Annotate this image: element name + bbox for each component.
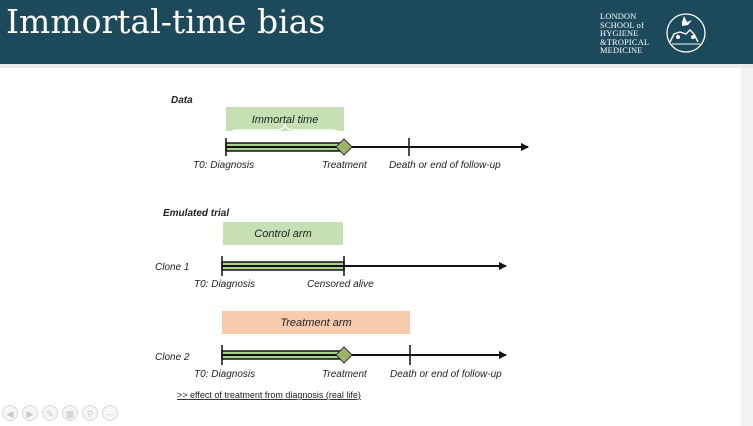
control-arm-box: [223, 222, 343, 245]
clone1-label: Clone 1: [155, 262, 189, 273]
gallery-icon[interactable]: ▦: [62, 405, 78, 421]
control-arm-label: Control arm: [254, 228, 311, 240]
clone2-t0-label: T0: Diagnosis: [194, 369, 255, 380]
logo-line: MEDICINE: [600, 46, 643, 56]
data-heading: Data: [171, 95, 193, 106]
emulated-trial-heading: Emulated trial: [163, 208, 229, 219]
data-end-label: Death or end of follow-up: [389, 160, 501, 171]
data-treatment-label: Treatment: [322, 160, 368, 171]
logo-line: SCHOOL of: [600, 20, 645, 30]
censored-alive-label: Censored alive: [307, 279, 374, 290]
more-icon[interactable]: ⋯: [102, 405, 118, 421]
zoom-icon[interactable]: ⚲: [82, 405, 98, 421]
data-t0-label: T0: Diagnosis: [193, 160, 254, 171]
slideshow-controls: ◀ ▶ ✎ ▦ ⚲ ⋯: [2, 405, 118, 423]
slide-title: Immortal-time bias: [6, 2, 326, 41]
logo-line: &TROPICAL: [600, 37, 650, 47]
logo-line: LONDON: [600, 12, 637, 21]
data-treatment-diamond-icon: [335, 138, 353, 156]
next-slide-icon[interactable]: ▶: [22, 405, 38, 421]
treatment-arm-label: Treatment arm: [280, 317, 351, 329]
slide-header: Immortal-time bias LONDON SCHOOL of HYGI…: [0, 0, 753, 64]
clone2-end-label: Death or end of follow-up: [390, 369, 502, 380]
prev-slide-icon[interactable]: ◀: [2, 405, 18, 421]
treatment-arm-box: [222, 311, 410, 334]
clone2-label: Clone 2: [155, 352, 190, 363]
clone2-treatment-label: Treatment: [322, 369, 368, 380]
pen-icon[interactable]: ✎: [42, 405, 58, 421]
clone2-treatment-diamond-icon: [335, 346, 353, 364]
lshtm-logo-text: LONDON SCHOOL of HYGIENE &TROPICAL MEDIC…: [600, 12, 660, 56]
effect-note: >> effect of treatment from diagnosis (r…: [177, 390, 361, 400]
immortal-brace: [228, 123, 342, 137]
lshtm-crest-icon: [666, 13, 706, 53]
slide-body: [0, 68, 753, 426]
header-divider: [0, 64, 753, 68]
logo-line: HYGIENE: [600, 29, 639, 39]
clone1-t0-label: T0: Diagnosis: [194, 279, 255, 290]
immortal-time-label: Immortal time: [252, 114, 319, 126]
viewer-edge: [741, 68, 753, 426]
